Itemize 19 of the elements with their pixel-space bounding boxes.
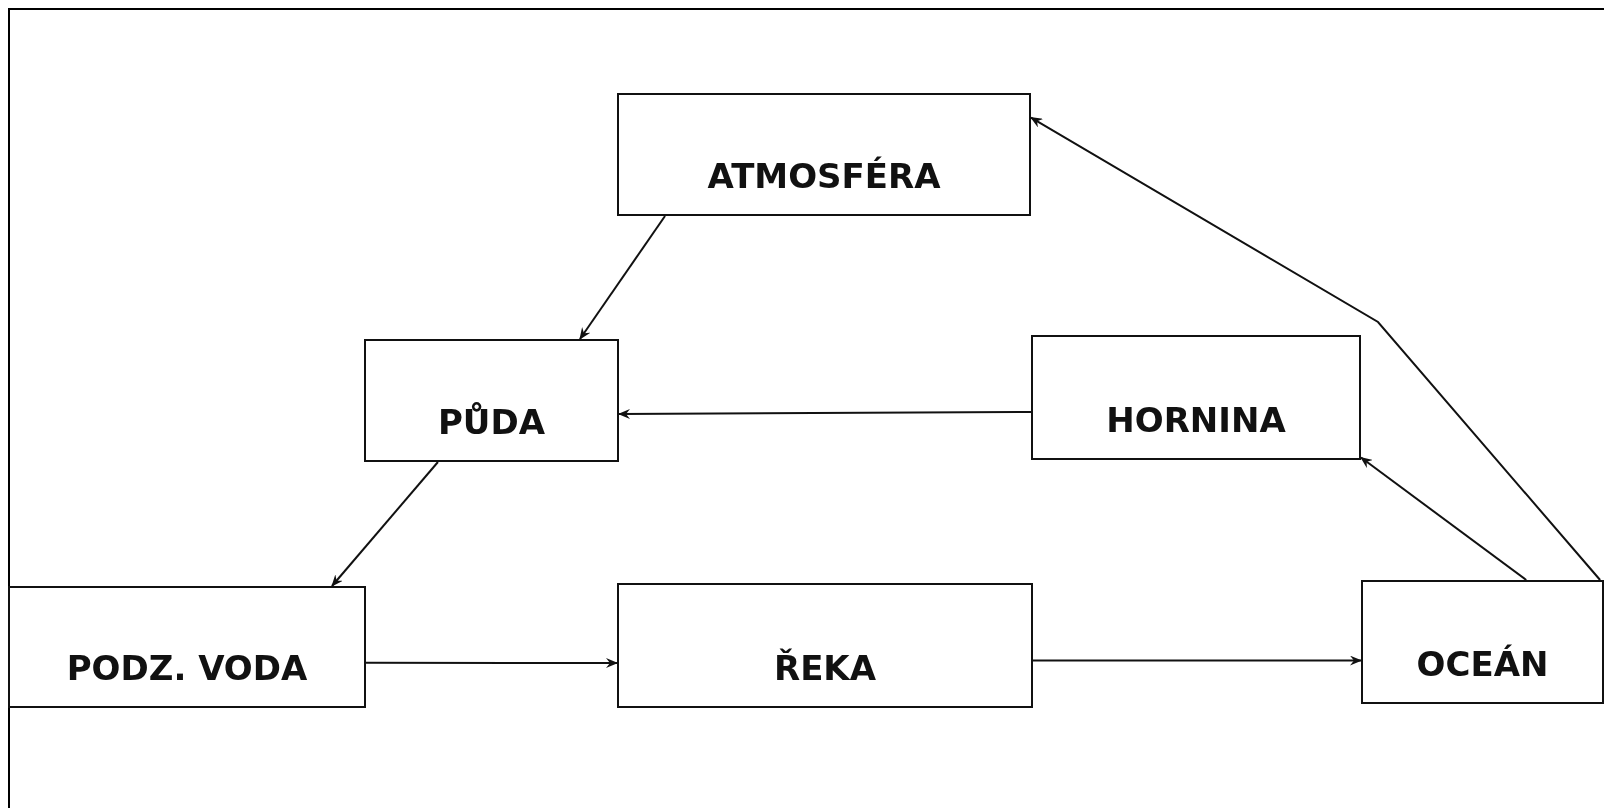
- box-label: PŮDA: [437, 402, 546, 442]
- box-label: ATMOSFÉRA: [707, 156, 941, 196]
- arrow: [331, 461, 439, 587]
- box-label: HORNINA: [1106, 400, 1286, 440]
- arrow: [1030, 116, 1602, 581]
- process-box: [1361, 580, 1604, 704]
- arrow: [618, 409, 1032, 419]
- arrow: [365, 658, 618, 668]
- arrow: [1360, 456, 1528, 581]
- box-label: PODZ. VODA: [66, 648, 308, 688]
- arrow: [1032, 655, 1362, 666]
- process-box: [364, 339, 619, 462]
- arrow: [579, 215, 666, 340]
- process-box: [8, 586, 366, 708]
- process-box: [617, 93, 1031, 216]
- process-box: [1031, 335, 1361, 460]
- box-label: ŘEKA: [773, 648, 877, 688]
- process-box: [617, 583, 1033, 708]
- box-label: OCEÁN: [1416, 644, 1549, 684]
